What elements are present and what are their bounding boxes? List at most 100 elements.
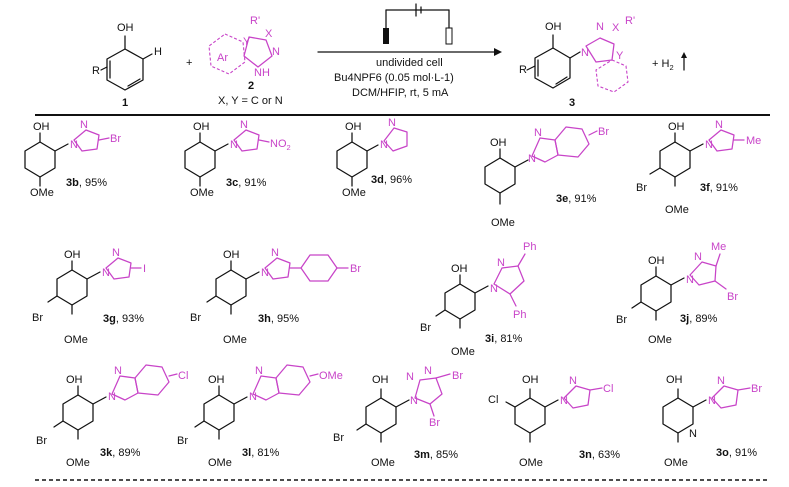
n-label: N <box>261 267 269 279</box>
yield-3h: 95% <box>277 313 299 325</box>
n-label: N <box>424 365 432 377</box>
condition-3: DCM/HFIP, rt, 5 mA <box>352 87 449 99</box>
n-label: N <box>249 391 257 403</box>
svg-text:3f, 91%: 3f, 91% <box>700 182 738 194</box>
compound-3f: OH Br OMe N N Me 3f, 91% <box>636 119 761 216</box>
svg-text:3e, 91%: 3e, 91% <box>556 193 597 205</box>
compound-label-3k: 3k <box>100 447 113 459</box>
cl-label: Cl <box>488 394 498 406</box>
br-label: Br <box>727 291 738 303</box>
h2-byproduct: + H2 <box>652 58 674 72</box>
compound-label-3b: 3b <box>66 177 79 189</box>
compound-label-3m: 3m <box>414 449 430 461</box>
ome-label: OMe <box>648 334 672 346</box>
compound-3n: OH Cl OMe N N Cl 3n, 63% <box>488 374 620 469</box>
compound-label-3g: 3g <box>103 313 116 325</box>
ome-label: OMe <box>223 334 247 346</box>
svg-text:3m, 85%: 3m, 85% <box>414 449 458 461</box>
n-label: N <box>705 139 713 151</box>
ph-label: Ph <box>523 241 536 253</box>
oh-label: OH <box>668 121 685 133</box>
br-label: Br <box>751 383 762 395</box>
compound-3b: OH OMe N N Br 3b, 95% <box>24 119 121 199</box>
oh-label: OH <box>648 255 665 267</box>
product-y-label: Y <box>616 50 624 62</box>
n-label: N <box>708 395 716 407</box>
br-label: Br <box>350 263 361 275</box>
r-prime-label: R' <box>250 15 260 27</box>
pyridine-n-label: N <box>689 428 697 440</box>
compound-label-3f: 3f <box>700 182 710 194</box>
compound-3d: OH OMe N N 3d, 96% <box>336 117 412 199</box>
compound-3k: OH Br OMe N N Cl 3k, 89% <box>36 364 188 469</box>
ome-label: OMe <box>190 187 214 199</box>
compound-3g: OH Br OMe N N I 3g, 93% <box>32 247 146 346</box>
cl-label: Cl <box>603 383 613 395</box>
svg-text:3k, 89%: 3k, 89% <box>100 447 141 459</box>
yield-3i: 81% <box>500 333 522 345</box>
br-label: Br <box>32 312 43 324</box>
yield-3l: 81% <box>257 447 279 459</box>
oh-label: OH <box>66 374 83 386</box>
br-label: Br <box>429 417 440 429</box>
ome-label: OMe <box>491 217 515 229</box>
n-label: N <box>694 251 702 263</box>
yield-3c: 91% <box>244 177 266 189</box>
br-label: Br <box>452 370 463 382</box>
ome-label: OMe <box>208 457 232 469</box>
ome-label: OMe <box>64 334 88 346</box>
ph-label: Ph <box>513 309 526 321</box>
product-oh-label: OH <box>545 21 562 33</box>
condition-2: Bu4NPF6 (0.05 mol·L-1) <box>334 72 454 84</box>
r-label: R <box>92 65 100 77</box>
br-label: Br <box>177 435 188 447</box>
n-label: N <box>102 267 110 279</box>
plus-sign: + <box>186 57 192 69</box>
yield-3e: 91% <box>574 193 596 205</box>
product-r-label: R <box>519 64 527 76</box>
compound-label-3h: 3h <box>258 313 271 325</box>
ome-label: OMe <box>664 457 688 469</box>
compound-number-3: 3 <box>569 97 575 109</box>
product-x-label: X <box>612 22 620 34</box>
compound-number-2: 2 <box>248 80 254 92</box>
reactant-2: Ar R' X Y N NH 2 X, Y = C or N <box>208 15 283 107</box>
gas-arrow-head <box>681 52 687 58</box>
yield-3o: 91% <box>735 447 757 459</box>
oh-label: OH <box>345 121 362 133</box>
n-label: N <box>112 247 120 259</box>
ome-label: OMe <box>451 346 475 358</box>
compound-3e: OH OMe N N Br 3e, 91% <box>484 126 609 229</box>
compound-3o: OH N OMe N N Br 3o, 91% <box>662 374 762 469</box>
product-3: OH R N N X R' Y 3 <box>519 15 635 109</box>
ome-label: OMe <box>30 187 54 199</box>
compound-3c: OH OMe N N NO2 3c, 91% <box>184 119 291 199</box>
oh-label: OH <box>33 121 50 133</box>
me-label: Me <box>711 241 726 253</box>
n-label: N <box>717 375 725 387</box>
n-label: N <box>410 395 418 407</box>
i-label: I <box>143 263 146 275</box>
oh-label: OH <box>64 249 81 261</box>
n-label: N <box>560 395 568 407</box>
n-label: N <box>534 127 542 139</box>
br-label: Br <box>616 314 627 326</box>
product-r-prime-label: R' <box>625 15 635 27</box>
br-label: Br <box>420 322 431 334</box>
yield-3j: 89% <box>695 313 717 325</box>
svg-text:3i, 81%: 3i, 81% <box>485 333 523 345</box>
n-label: N <box>108 391 116 403</box>
br-label: Br <box>636 182 647 194</box>
product-n2-label: N <box>596 21 604 33</box>
compound-label-3n: 3n <box>579 449 592 461</box>
me-label: Me <box>746 135 761 147</box>
compound-label-3j: 3j <box>680 313 689 325</box>
ome-label: OMe <box>319 370 343 382</box>
svg-text:3o, 91%: 3o, 91% <box>716 447 757 459</box>
ome-label: OMe <box>665 204 689 216</box>
oh-label: OH <box>666 374 683 386</box>
h-label: H <box>154 46 162 58</box>
product-n-label: N <box>581 47 589 59</box>
compound-number-1: 1 <box>122 97 128 109</box>
br-label: Br <box>598 126 609 138</box>
